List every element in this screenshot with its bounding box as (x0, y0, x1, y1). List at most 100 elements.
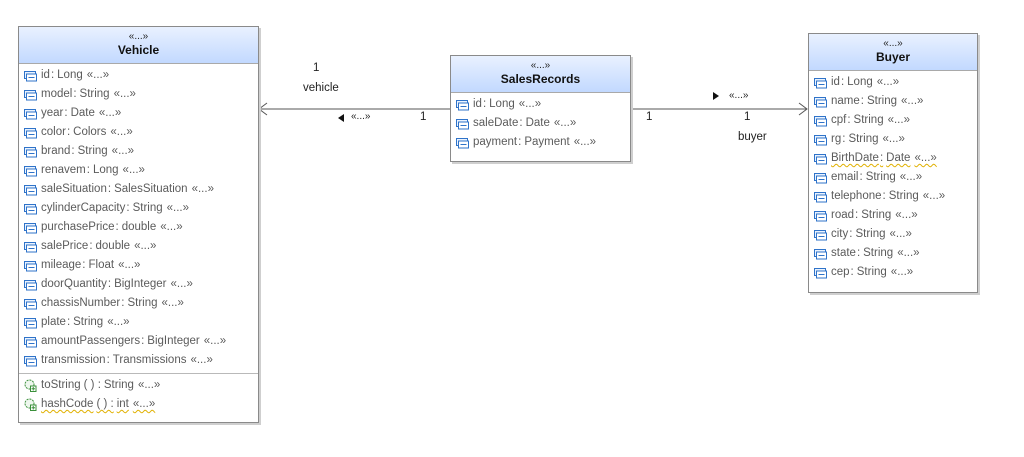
attribute-row-city[interactable]: city:String«...» (809, 225, 977, 244)
attribute-stereotype: «...» (113, 88, 136, 100)
attribute-name: purchasePrice (41, 221, 115, 233)
attribute-row-salesituation[interactable]: saleSituation:SalesSituation«...» (19, 180, 258, 199)
attribute-type: String (77, 145, 108, 157)
attribute-row-year[interactable]: year:Date«...» (19, 104, 258, 123)
class-name: SalesRecords (500, 72, 581, 86)
attribute-stereotype: «...» (98, 107, 122, 119)
association-stereotype-vehicle: «...» (351, 111, 371, 122)
attribute-stereotype: «...» (922, 190, 946, 202)
attribute-type: Date (886, 152, 911, 164)
role-buyer[interactable]: buyer (738, 131, 767, 143)
attribute-type: String (866, 95, 898, 107)
attribute-row-saledate[interactable]: saleDate:Date«...» (451, 114, 630, 133)
operation-type: int (116, 398, 129, 410)
attribute-type: double (121, 221, 157, 233)
attribute-row-cpf[interactable]: cpf:String«...» (809, 111, 977, 130)
attribute-row-amountpassengers[interactable]: amountPassengers:BigInteger«...» (19, 332, 258, 351)
field-icon (814, 229, 827, 241)
attribute-type: Long (847, 76, 873, 88)
attribute-row-id[interactable]: id:Long«...» (451, 95, 630, 114)
attribute-type: Long (489, 98, 515, 110)
attribute-row-doorquantity[interactable]: doorQuantity:BigInteger«...» (19, 275, 258, 294)
attribute-row-plate[interactable]: plate:String«...» (19, 313, 258, 332)
type-separator: : (66, 126, 71, 138)
attribute-row-transmission[interactable]: transmission:Transmissions«...» (19, 351, 258, 370)
field-icon (456, 99, 469, 111)
class-vehicle[interactable]: «...» Vehicle id:Long«...»model:String«.… (18, 26, 259, 423)
attribute-row-mileage[interactable]: mileage:Float«...» (19, 256, 258, 275)
operation-stereotype: «...» (132, 398, 156, 410)
type-separator: : (519, 117, 523, 129)
attribute-stereotype: «...» (134, 240, 157, 252)
attribute-stereotype: «...» (897, 247, 920, 259)
type-separator: : (842, 133, 846, 145)
attribute-name: saleSituation (41, 183, 107, 195)
type-separator: : (50, 69, 55, 81)
field-icon (814, 77, 827, 89)
triangle-arrow-icon (338, 114, 344, 122)
attribute-row-saleprice[interactable]: salePrice:double«...» (19, 237, 258, 256)
attribute-type: SalesSituation (114, 183, 188, 195)
attribute-row-cylindercapacity[interactable]: cylinderCapacity:String«...» (19, 199, 258, 218)
attribute-row-id[interactable]: id:Long«...» (19, 66, 258, 85)
role-vehicle[interactable]: vehicle (303, 82, 339, 94)
attribute-row-payment[interactable]: payment:Payment«...» (451, 133, 630, 152)
multiplicity-salesrecords-vehicle-end: 1 (420, 111, 427, 123)
attribute-row-chassisnumber[interactable]: chassisNumber:String«...» (19, 294, 258, 313)
attribute-row-name[interactable]: name:String«...» (809, 92, 977, 111)
attributes-compartment: id:Long«...»model:String«...»year:Date«.… (19, 64, 258, 373)
type-separator: : (847, 114, 851, 126)
attribute-row-id[interactable]: id:Long«...» (809, 73, 977, 92)
attribute-stereotype: «...» (86, 69, 110, 81)
field-icon (814, 96, 827, 108)
type-separator: : (126, 202, 130, 214)
attribute-row-telephone[interactable]: telephone:String«...» (809, 187, 977, 206)
attributes-compartment: id:Long«...»saleDate:Date«...»payment:Pa… (451, 93, 630, 155)
type-separator: : (121, 297, 125, 309)
multiplicity-buyer-end: 1 (744, 111, 751, 123)
attribute-name: doorQuantity (41, 278, 107, 290)
type-separator: : (86, 164, 90, 176)
attribute-name: chassisNumber (41, 297, 121, 309)
attribute-stereotype: «...» (876, 76, 900, 88)
attribute-row-road[interactable]: road:String«...» (809, 206, 977, 225)
operation-stereotype: «...» (137, 379, 161, 391)
class-buyer[interactable]: «...» Buyer id:Long«...»name:String«...»… (808, 33, 978, 293)
attribute-stereotype: «...» (170, 278, 193, 290)
field-icon (814, 191, 827, 203)
attribute-row-rg[interactable]: rg:String«...» (809, 130, 977, 149)
attribute-row-purchaseprice[interactable]: purchasePrice:double«...» (19, 218, 258, 237)
field-icon (24, 241, 37, 253)
field-icon (456, 137, 469, 149)
attribute-type: Float (88, 259, 115, 271)
attribute-name: brand (41, 145, 71, 157)
attribute-type: BigInteger (114, 278, 167, 290)
type-separator: : (840, 76, 845, 88)
attribute-row-color[interactable]: color:Colors«...» (19, 123, 258, 142)
attribute-name: id (831, 76, 840, 88)
operation-type: String (103, 379, 134, 391)
type-separator: : (106, 354, 110, 366)
type-separator: : (107, 183, 112, 195)
operation-row-tostring[interactable]: toString( ) :String«...» (19, 376, 258, 395)
field-icon (24, 279, 37, 291)
attribute-type: String (863, 247, 894, 259)
attribute-row-model[interactable]: model:String«...» (19, 85, 258, 104)
type-separator: : (860, 95, 864, 107)
attribute-row-cep[interactable]: cep:String«...» (809, 263, 977, 282)
field-icon (24, 355, 37, 367)
operation-params: ( ) : (96, 398, 114, 410)
attribute-type: String (888, 190, 919, 202)
attribute-stereotype: «...» (111, 145, 135, 157)
type-separator: : (64, 107, 68, 119)
class-salesrecords[interactable]: «...» SalesRecords id:Long«...»saleDate:… (450, 55, 631, 162)
attribute-row-birthdate[interactable]: BirthDate:Date«...» (809, 149, 977, 168)
type-separator: : (482, 98, 487, 110)
attribute-row-state[interactable]: state:String«...» (809, 244, 977, 263)
field-icon (24, 260, 37, 272)
operation-row-hashcode[interactable]: hashCode( ) :int«...» (19, 395, 258, 414)
attribute-row-email[interactable]: email:String«...» (809, 168, 977, 187)
attribute-name: cylinderCapacity (41, 202, 126, 214)
attribute-row-renavem[interactable]: renavem:Long«...» (19, 161, 258, 180)
attribute-row-brand[interactable]: brand:String«...» (19, 142, 258, 161)
